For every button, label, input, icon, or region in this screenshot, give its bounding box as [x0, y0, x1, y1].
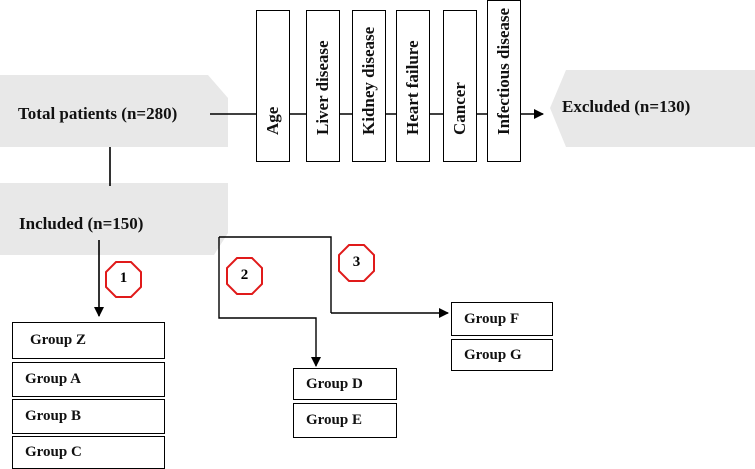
criterion-age-label: Age [263, 106, 282, 135]
criterion-liver-box: Liver disease [306, 10, 340, 162]
group-d-label: Group D [306, 375, 363, 392]
group-f-box: Group F [451, 302, 553, 336]
criterion-heart-label: Heart failure [403, 40, 422, 135]
marker-2-octagon [226, 257, 263, 295]
criterion-heart-box: Heart failure [396, 10, 430, 162]
path-2-connector [219, 236, 332, 313]
total-patients-panel [0, 75, 228, 147]
marker-1-label: 1 [119, 270, 128, 286]
group-c-box: Group C [12, 436, 165, 469]
group-b-label: Group B [25, 408, 81, 424]
total-patients-label: Total patients (n=280) [18, 104, 178, 123]
included-label: Included (n=150) [19, 214, 144, 233]
group-b-box: Group B [12, 399, 165, 434]
marker-1-octagon [105, 261, 142, 298]
criterion-liver-label: Liver disease [313, 40, 332, 135]
criterion-kidney-box: Kidney disease [352, 10, 386, 162]
group-z-box: Group Z [12, 322, 165, 359]
excluded-label: Excluded (n=130) [562, 97, 691, 116]
marker-3-octagon [338, 244, 375, 282]
included-panel [0, 183, 228, 255]
group-e-label: Group E [306, 412, 362, 428]
marker-3-label: 3 [352, 254, 361, 270]
excluded-panel [550, 70, 755, 147]
group-d-box: Group D [293, 368, 397, 400]
group-f-label: Group F [464, 310, 520, 327]
group-e-box: Group E [293, 403, 397, 438]
criterion-cancer-box: Cancer [443, 10, 477, 162]
group-z-label: Group Z [30, 332, 86, 348]
criterion-kidney-label: Kidney disease [359, 26, 378, 135]
group-g-box: Group G [451, 339, 553, 371]
group-a-label: Group A [25, 371, 81, 387]
criterion-infectious-box: Infectious disease [487, 0, 521, 162]
criterion-cancer-label: Cancer [450, 82, 469, 135]
criterion-infectious-label: Infectious disease [494, 7, 513, 135]
path-2-to-groupd [218, 237, 321, 367]
criterion-age-box: Age [256, 10, 290, 162]
marker-2-label: 2 [240, 267, 249, 283]
group-a-box: Group A [12, 362, 165, 397]
group-g-label: Group G [464, 346, 522, 363]
group-c-label: Group C [25, 444, 82, 460]
